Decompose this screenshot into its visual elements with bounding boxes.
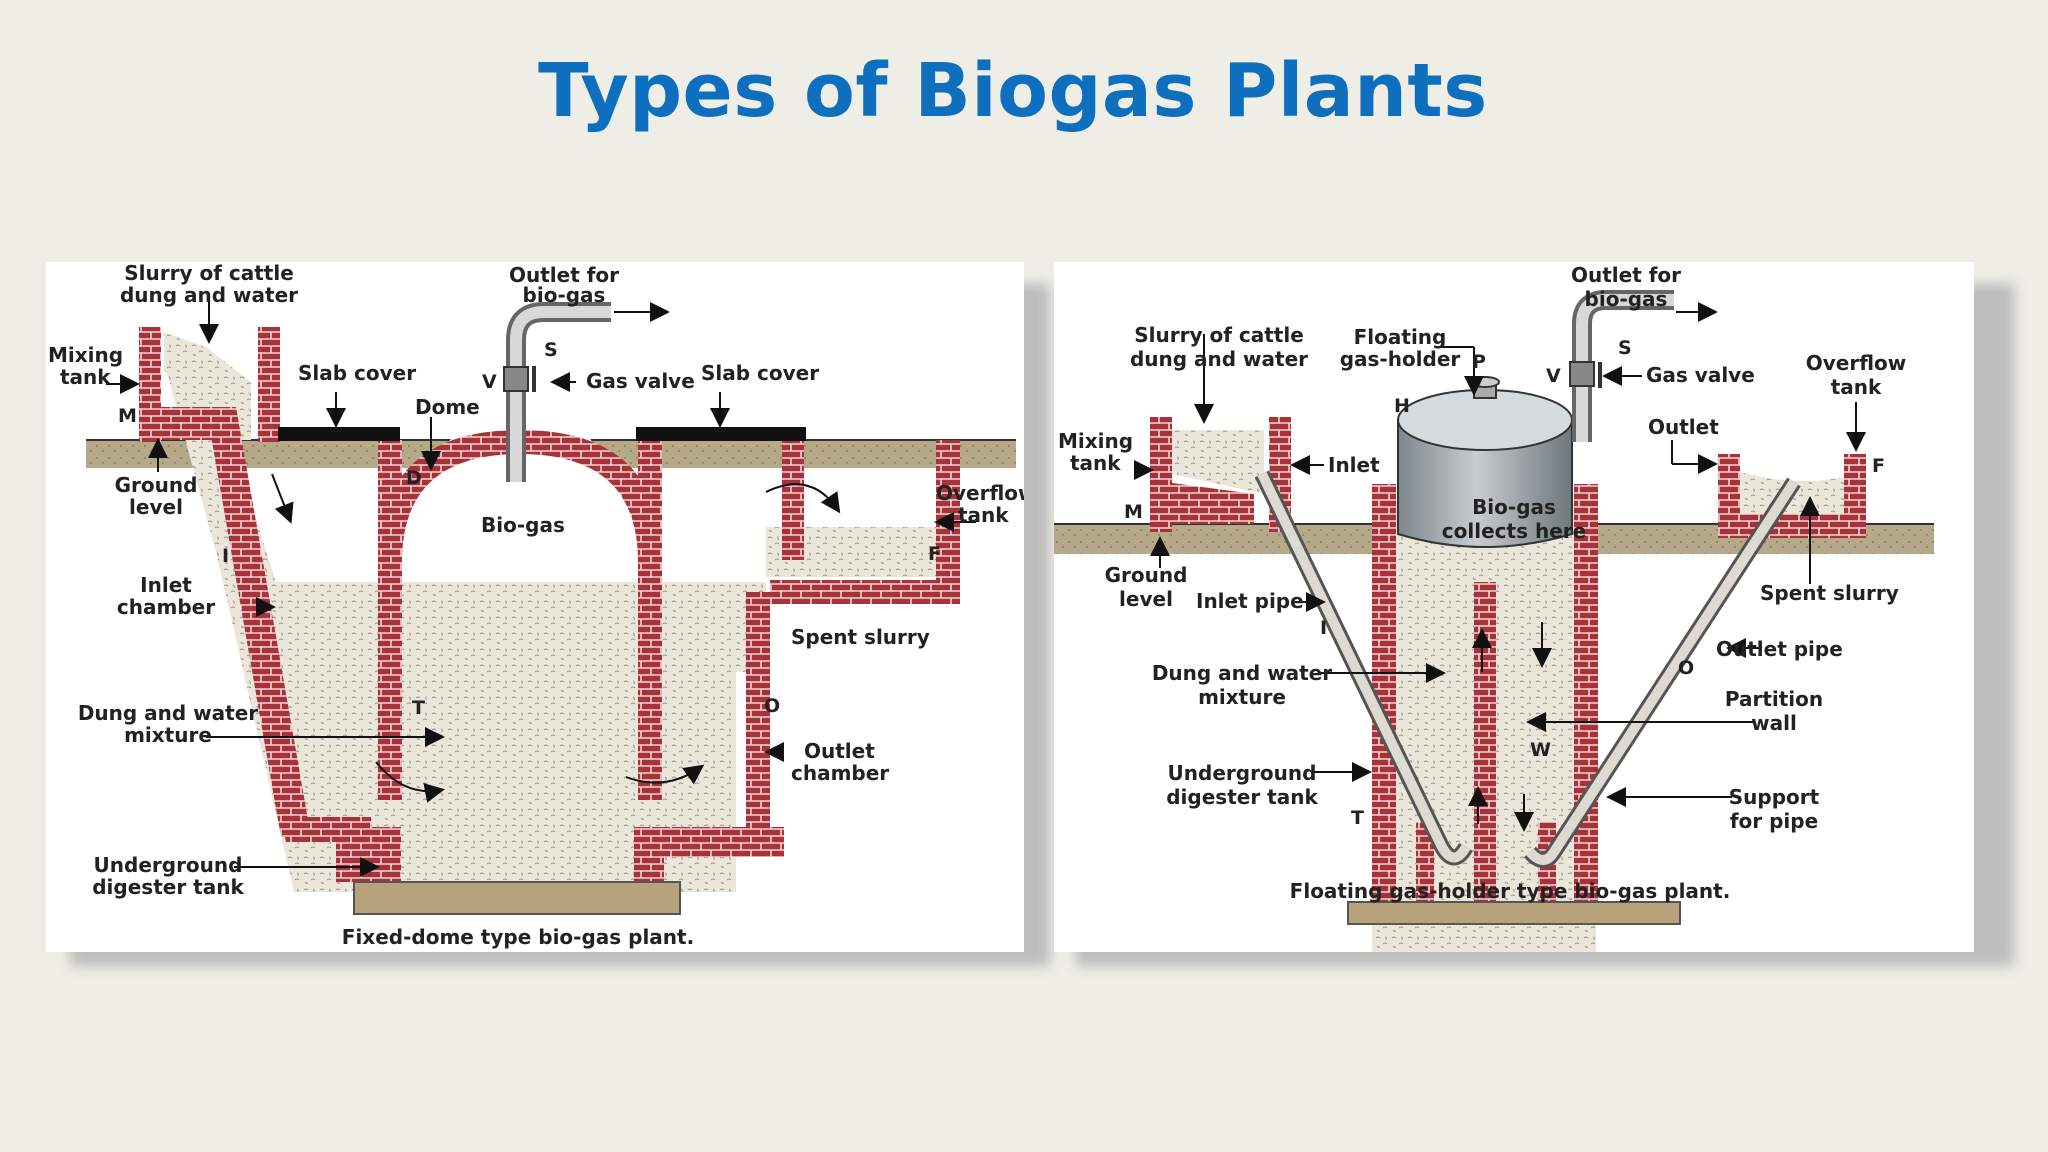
label-digester-tank-2: digester tank	[1166, 785, 1318, 809]
floating-gas-holder	[1397, 419, 1573, 548]
label-ground-level: Ground	[1105, 563, 1188, 587]
base-slab	[1347, 901, 1681, 925]
label-overflow-tank-2: tank	[1831, 375, 1882, 399]
fixed-dome-caption: Fixed-dome type bio-gas plant.	[342, 925, 694, 949]
digester-right-wall	[1574, 484, 1598, 904]
label-slurry-2: dung and water	[1130, 347, 1308, 371]
label-inlet: Inlet	[1328, 453, 1380, 477]
label-slurry: Slurry of cattle	[124, 262, 294, 285]
label-outlet-biogas: Outlet for	[509, 263, 619, 287]
letter-v: V	[1546, 365, 1561, 387]
label-outlet-biogas: Outlet for	[1571, 263, 1681, 287]
label-ground-level-2: level	[1119, 587, 1173, 611]
label-outlet-pipe: Outlet pipe	[1716, 637, 1843, 661]
dome	[378, 430, 662, 562]
label-dome: Dome	[415, 395, 480, 419]
label-collects: Bio-gas	[1472, 495, 1556, 519]
label-inlet-chamber: Inlet	[140, 573, 192, 597]
letter-s: S	[1618, 337, 1632, 359]
label-outlet-chamber: Outlet	[804, 739, 875, 763]
label-outlet: Outlet	[1648, 415, 1719, 439]
letter-v: V	[482, 371, 497, 393]
label-ground-level: Ground	[115, 473, 198, 497]
label-spent-slurry: Spent slurry	[791, 625, 930, 649]
label-inlet-pipe: Inlet pipe	[1196, 589, 1304, 613]
label-digester-tank: Underground	[1168, 761, 1317, 785]
label-biogas: Bio-gas	[481, 513, 565, 537]
label-partition-wall: Partition	[1725, 687, 1823, 711]
label-dung-water: Dung and water	[78, 701, 258, 725]
letter-d: D	[406, 467, 422, 489]
letter-o: O	[1678, 657, 1694, 679]
label-floating-holder: Floating	[1354, 325, 1447, 349]
label-digester-tank-2: digester tank	[92, 875, 244, 899]
label-mixing-tank: Mixing	[48, 343, 123, 367]
slab-cover-right	[636, 427, 806, 441]
slab-cover-left	[278, 427, 400, 441]
label-ground-level-2: level	[129, 495, 183, 519]
label-dung-water: Dung and water	[1152, 661, 1332, 685]
label-dung-water-2: mixture	[124, 723, 212, 747]
label-spent-slurry: Spent slurry	[1760, 581, 1899, 605]
letter-t: T	[1351, 807, 1364, 829]
gas-valve	[1569, 361, 1595, 387]
label-mixing-tank-2: tank	[1070, 451, 1121, 475]
gas-valve	[503, 366, 529, 392]
fixed-dome-figure: Slurry of cattle dung and water Outlet f…	[46, 261, 1050, 966]
label-overflow-tank-2: tank	[958, 503, 1009, 527]
label-outlet-biogas-2: bio-gas	[523, 283, 606, 307]
label-mixing-tank: Mixing	[1058, 429, 1133, 453]
fixed-dome-diagram: Slurry of cattle dung and water Outlet f…	[48, 261, 1037, 949]
label-outlet-chamber-2: chamber	[791, 761, 889, 785]
label-slurry-2: dung and water	[120, 283, 298, 307]
letter-i: I	[1320, 617, 1327, 639]
label-slurry: Slurry of cattle	[1134, 323, 1304, 347]
label-support-pipe-2: for pipe	[1730, 809, 1818, 833]
letter-m: M	[118, 405, 137, 427]
base-slab	[353, 881, 681, 915]
partition-wall	[1474, 582, 1496, 904]
label-slab-cover-left: Slab cover	[298, 361, 416, 385]
label-collects-2: collects here	[1442, 519, 1586, 543]
label-mixing-tank-2: tank	[60, 365, 111, 389]
label-support-pipe: Support	[1729, 785, 1820, 809]
label-digester-tank: Underground	[94, 853, 243, 877]
letter-s: S	[544, 339, 558, 361]
label-overflow-tank: Overflow	[936, 481, 1024, 505]
letter-i: I	[222, 545, 229, 567]
label-gas-valve: Gas valve	[586, 369, 695, 393]
letter-t: T	[412, 697, 425, 719]
letter-m: M	[1124, 501, 1143, 523]
letter-o: O	[764, 695, 780, 717]
floating-caption: Floating gas-holder type bio-gas plant.	[1290, 879, 1731, 903]
label-floating-holder-2: gas-holder	[1340, 347, 1461, 371]
slide-title: Types of Biogas Plants	[538, 48, 1488, 134]
floating-holder-diagram: Outlet for bio-gas Slurry of cattle dung…	[1054, 263, 1934, 1082]
label-overflow-tank: Overflow	[1806, 351, 1907, 375]
letter-w: W	[1530, 739, 1551, 761]
floating-holder-figure: Outlet for bio-gas Slurry of cattle dung…	[1054, 262, 2014, 1082]
letter-f: F	[928, 543, 941, 565]
label-gas-valve: Gas valve	[1646, 363, 1755, 387]
label-dung-water-2: mixture	[1198, 685, 1286, 709]
label-outlet-biogas-2: bio-gas	[1585, 287, 1668, 311]
letter-h: H	[1394, 395, 1410, 417]
label-slab-cover-right: Slab cover	[701, 361, 819, 385]
letter-p: P	[1472, 351, 1486, 373]
label-inlet-chamber-2: chamber	[117, 595, 215, 619]
inlet-chamber-wall	[206, 407, 311, 837]
label-partition-wall-2: wall	[1751, 711, 1797, 735]
letter-f: F	[1872, 455, 1885, 477]
